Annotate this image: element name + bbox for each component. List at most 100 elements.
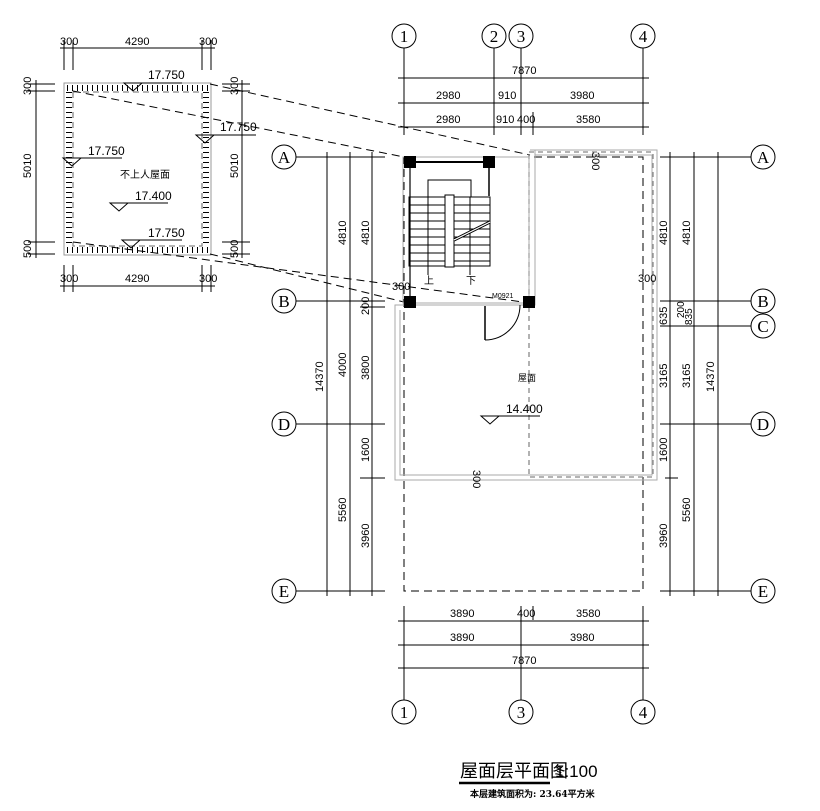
svg-text:4: 4 [639,27,648,46]
inset-roof-plan: 300 4290 300 300 4290 300 300 5010 500 3… [22,36,257,292]
dim-label: 200 [360,297,372,315]
axis-bubble-D: D [750,411,776,437]
svg-text:1: 1 [400,27,409,46]
dim-label: 3580 [576,608,600,620]
axis-bubble-B: B [750,288,776,314]
dim-label: 3980 [570,90,594,102]
inset-dim: 4290 [125,36,149,48]
svg-text:3: 3 [517,703,526,722]
axis-bubble-1: 1 [391,23,417,49]
svg-text:1: 1 [400,703,409,722]
inset-dim: 300 [22,77,34,95]
axis-bubble-E: E [271,578,297,604]
svg-text:B: B [757,292,768,311]
column [483,156,495,168]
dim-label: 4810 [360,221,372,245]
dim-label: 14370 [314,361,326,392]
roof-label: 屋面 [518,373,536,384]
dim-label: 400 [517,114,535,126]
svg-text:D: D [757,415,769,434]
wall-dim: 300 [392,281,410,293]
svg-text:3: 3 [517,27,526,46]
dim-label: 400 [517,608,535,620]
wall-dim: 300 [470,470,482,488]
stair-up-label: 上 [424,275,434,287]
dim-label: 3165 [681,364,693,388]
main-plan: 上 下 M0921 300 300 300 300 屋面 14.400 [392,149,658,592]
svg-text:2: 2 [490,27,499,46]
title-main: 屋面层平面图 [460,761,568,782]
svg-text:E: E [758,582,768,601]
level-text: 17.750 [88,144,125,158]
title-scale: 1:100 [555,762,598,781]
level-marker-icon [108,202,168,212]
level-text: 17.750 [148,68,185,82]
inset-dim: 4290 [125,273,149,285]
axis-bubble-A: A [750,144,776,170]
axis-bubble-4: 4 [630,23,656,49]
dim-label: 3890 [450,608,474,620]
svg-text:4: 4 [639,703,648,722]
dim-label: 4810 [658,221,670,245]
door-m0921[interactable]: M0921 [484,293,521,341]
inset-dim: 300 [199,36,217,48]
dim-label: 1600 [360,438,372,462]
dim-label: 3960 [360,524,372,548]
stair: 上 下 [408,179,491,287]
dim-label: 3165 [658,364,670,388]
column [404,156,416,168]
top-dimensions: 7870 2980 910 3980 2980 910 400 3580 1 2… [391,23,656,135]
inset-dim: 300 [229,77,241,95]
axis-bubble-A: A [271,144,297,170]
bottom-dimensions: 3890 400 3580 3890 3980 7870 1 3 4 [391,606,656,725]
level-marker-icon [122,82,182,92]
column [523,296,535,308]
axis-bubble-B: B [271,288,297,314]
inset-dim: 500 [22,240,34,258]
dim-label: 835 [684,308,695,325]
dim-label: 910 [498,90,516,102]
inset-roof-label: 不上人屋面 [120,169,170,181]
level-marker-icon [194,134,256,144]
dim-label: 3580 [576,114,600,126]
column [404,296,416,308]
area-note: 本层建筑面积为: 23.64平方米 [470,788,596,800]
svg-text:A: A [278,148,291,167]
inset-dim: 5010 [229,154,241,178]
svg-text:D: D [278,415,290,434]
left-dimensions: 14370 4810 4000 5560 4810 200 3800 1600 … [271,144,385,604]
level-marker-icon [479,415,540,425]
axis-bubble-E: E [750,578,776,604]
drawing-title: 屋面层平面图 1:100 本层建筑面积为: 23.64平方米 [459,761,598,800]
right-dimensions: 4810 635 3165 1600 3960 4810 200 835 316… [658,144,776,604]
inset-dim: 300 [199,273,217,285]
dim-label: 4810 [681,221,693,245]
dim-label: 4810 [337,221,349,245]
dim-label: 3890 [450,632,474,644]
dim-label: 2980 [436,114,460,126]
dim-label: 200 [676,301,687,318]
dim-label: 3980 [570,632,594,644]
inset-dim: 500 [229,240,241,258]
axis-bubble-1: 1 [391,699,417,725]
level-text: 17.750 [148,226,185,240]
dim-label: 7870 [512,655,536,667]
axis-bubble-2: 2 [481,23,507,49]
level-text: 17.750 [220,120,257,134]
dim-label: 3960 [658,524,670,548]
svg-text:E: E [279,582,289,601]
projection-lines [72,83,531,303]
roof-level: 14.400 [506,402,543,416]
wall-dim: 300 [638,273,656,285]
dim-label: 5560 [681,498,693,522]
dim-label: 4000 [337,353,349,377]
axis-bubble-3: 3 [508,23,534,49]
dim-label: 635 [658,307,670,325]
stair-down-label: 下 [466,276,476,287]
level-marker-icon [120,239,182,249]
dim-label: 7870 [512,65,536,77]
inset-dim: 300 [60,36,78,48]
dim-label: 3800 [360,356,372,380]
level-text: 17.400 [135,189,172,203]
